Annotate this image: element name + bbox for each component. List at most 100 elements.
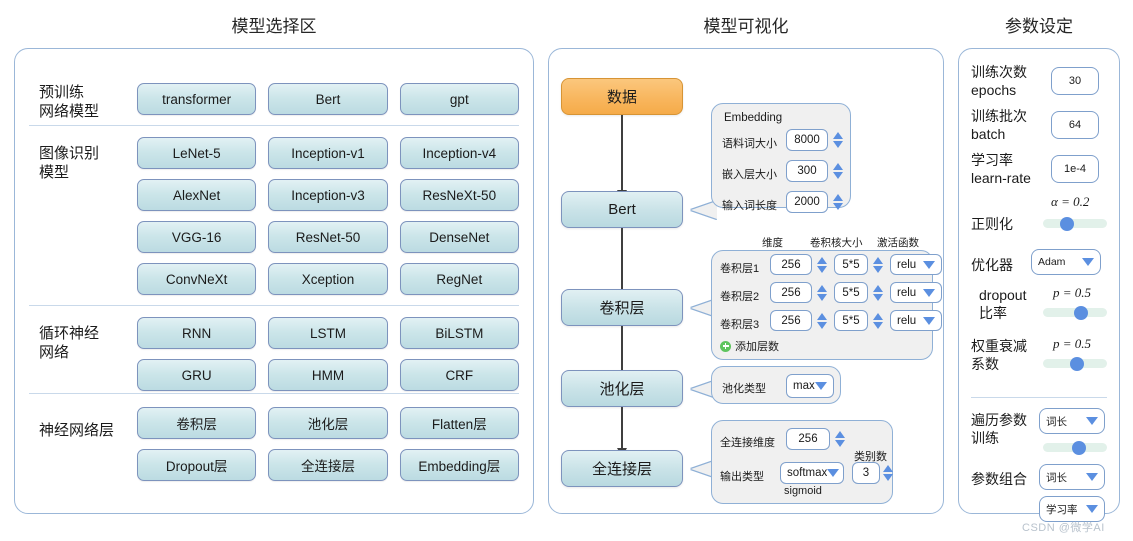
model-button-alexnet[interactable]: AlexNet xyxy=(137,179,257,211)
conv-row-label-1: 卷积层1 xyxy=(720,263,760,275)
model-button-lenet-5[interactable]: LeNet-5 xyxy=(137,137,257,169)
dense-output-label: 输出类型 xyxy=(720,471,764,483)
model-button-gpt[interactable]: gpt xyxy=(399,83,519,115)
flow-node-conv[interactable]: 卷积层 xyxy=(561,289,683,326)
param-slider-weight-decay[interactable] xyxy=(1043,356,1107,371)
model-button-vgg-16[interactable]: VGG-16 xyxy=(137,221,257,253)
param-value-optimizer: Adam xyxy=(1038,256,1066,268)
model-button-transformer[interactable]: transformer xyxy=(137,83,257,115)
group-label-nn-layers: 神经网络层 xyxy=(39,422,115,439)
dense-dim-spinner[interactable] xyxy=(834,428,845,450)
conv-dim-spinner-2[interactable] xyxy=(816,282,827,303)
model-button-inception-v4[interactable]: Inception-v4 xyxy=(399,137,519,169)
conv-kernel-spinner-3[interactable] xyxy=(872,310,883,331)
plus-circle-icon xyxy=(720,340,731,352)
embedding-field-value-seq-len[interactable]: 2000 xyxy=(786,191,828,213)
button-row: 卷积层 池化层 Flatten层 xyxy=(137,407,519,439)
dense-output-select[interactable]: softmax xyxy=(780,462,844,484)
slider-thumb[interactable] xyxy=(1070,356,1084,371)
dense-output-value: softmax xyxy=(787,467,828,479)
param-slider-dropout[interactable] xyxy=(1043,305,1107,320)
model-button-inception-v3[interactable]: Inception-v3 xyxy=(268,179,388,211)
param-select-optimizer[interactable]: Adam xyxy=(1031,249,1101,275)
param-input-learn-rate[interactable]: 1e-4 xyxy=(1051,155,1099,183)
dense-classes-spinner[interactable] xyxy=(882,462,893,484)
flow-node-bert[interactable]: Bert xyxy=(561,191,683,228)
chevron-down-icon xyxy=(1086,473,1098,481)
conv-dim-value-3[interactable]: 256 xyxy=(770,310,812,331)
model-button-gru[interactable]: GRU xyxy=(137,359,257,391)
flow-node-pooling[interactable]: 池化层 xyxy=(561,370,683,407)
embedding-spinner-vocab[interactable] xyxy=(832,129,843,151)
layer-button-pooling[interactable]: 池化层 xyxy=(268,407,388,439)
model-button-bilstm[interactable]: BiLSTM xyxy=(399,317,519,349)
model-button-rnn[interactable]: RNN xyxy=(137,317,257,349)
param-label-sweep: 遍历参数训练 xyxy=(971,412,1027,446)
param-value-combo-2: 学习率 xyxy=(1046,503,1078,516)
embedding-callout-tail xyxy=(691,201,717,219)
conv-dim-value-2[interactable]: 256 xyxy=(770,282,812,303)
param-slider-regularization[interactable] xyxy=(1043,216,1107,231)
model-button-lstm[interactable]: LSTM xyxy=(268,317,388,349)
embedding-field-value-vocab[interactable]: 8000 xyxy=(786,129,828,151)
button-row: transformer Bert gpt xyxy=(137,83,519,115)
param-input-epochs[interactable]: 30 xyxy=(1051,67,1099,95)
conv-activation-select-3[interactable]: relu xyxy=(890,310,942,331)
chevron-down-icon xyxy=(1086,417,1098,425)
pool-type-select[interactable]: max xyxy=(786,374,834,398)
dense-classes-value[interactable]: 3 xyxy=(852,462,880,484)
conv-row-label-3: 卷积层3 xyxy=(720,319,760,331)
flow-node-data[interactable]: 数据 xyxy=(561,78,683,115)
param-value-combo-1: 词长 xyxy=(1046,471,1067,484)
param-select-combo-2[interactable]: 学习率 xyxy=(1039,496,1105,522)
conv-dim-spinner-3[interactable] xyxy=(816,310,827,331)
dense-dim-value[interactable]: 256 xyxy=(786,428,830,450)
model-button-crf[interactable]: CRF xyxy=(399,359,519,391)
param-label-regularization: 正则化 xyxy=(971,216,1013,232)
add-layer-button[interactable]: 添加层数 xyxy=(720,338,779,354)
conv-kernel-spinner-1[interactable] xyxy=(872,254,883,275)
param-slider-sweep[interactable] xyxy=(1043,440,1107,455)
conv-kernel-value-1[interactable]: 5*5 xyxy=(834,254,868,275)
model-button-bert[interactable]: Bert xyxy=(268,83,388,115)
model-button-convnext[interactable]: ConvNeXt xyxy=(137,263,257,295)
embedding-field-label-embed-size: 嵌入层大小 xyxy=(722,169,777,181)
watermark: CSDN @微学AI xyxy=(1022,522,1105,534)
conv-activation-select-2[interactable]: relu xyxy=(890,282,942,303)
group-divider-3 xyxy=(29,393,519,394)
model-button-inception-v1[interactable]: Inception-v1 xyxy=(268,137,388,169)
layer-button-dense[interactable]: 全连接层 xyxy=(268,449,388,481)
model-button-resnext-50[interactable]: ResNeXt-50 xyxy=(399,179,519,211)
model-button-hmm[interactable]: HMM xyxy=(268,359,388,391)
conv-activation-select-1[interactable]: relu xyxy=(890,254,942,275)
model-button-densenet[interactable]: DenseNet xyxy=(399,221,519,253)
right-column-title: 参数设定 xyxy=(1005,17,1073,36)
embedding-field-value-embed-size[interactable]: 300 xyxy=(786,160,828,182)
conv-dim-value-1[interactable]: 256 xyxy=(770,254,812,275)
slider-thumb[interactable] xyxy=(1060,216,1074,231)
embedding-spinner-embed-size[interactable] xyxy=(832,160,843,182)
slider-thumb[interactable] xyxy=(1072,440,1086,455)
model-button-resnet-50[interactable]: ResNet-50 xyxy=(268,221,388,253)
conv-activation-value-3: relu xyxy=(897,314,917,327)
model-button-regnet[interactable]: RegNet xyxy=(399,263,519,295)
conv-activation-value-1: relu xyxy=(897,258,917,271)
model-button-xception[interactable]: Xception xyxy=(268,263,388,295)
conv-kernel-value-2[interactable]: 5*5 xyxy=(834,282,868,303)
layer-button-flatten[interactable]: Flatten层 xyxy=(399,407,519,439)
dense-output-alt-option[interactable]: sigmoid xyxy=(784,485,822,497)
layer-button-embedding[interactable]: Embedding层 xyxy=(399,449,519,481)
param-input-batch[interactable]: 64 xyxy=(1051,111,1099,139)
param-label-combo: 参数组合 xyxy=(971,471,1027,487)
slider-thumb[interactable] xyxy=(1074,305,1088,320)
param-select-combo-1[interactable]: 词长 xyxy=(1039,464,1105,490)
flow-node-dense[interactable]: 全连接层 xyxy=(561,450,683,487)
conv-dim-spinner-1[interactable] xyxy=(816,254,827,275)
layer-button-dropout[interactable]: Dropout层 xyxy=(137,449,257,481)
param-select-sweep[interactable]: 词长 xyxy=(1039,408,1105,434)
conv-kernel-value-3[interactable]: 5*5 xyxy=(834,310,868,331)
layer-button-conv[interactable]: 卷积层 xyxy=(137,407,257,439)
embedding-spinner-seq-len[interactable] xyxy=(832,191,843,213)
conv-kernel-spinner-2[interactable] xyxy=(872,282,883,303)
